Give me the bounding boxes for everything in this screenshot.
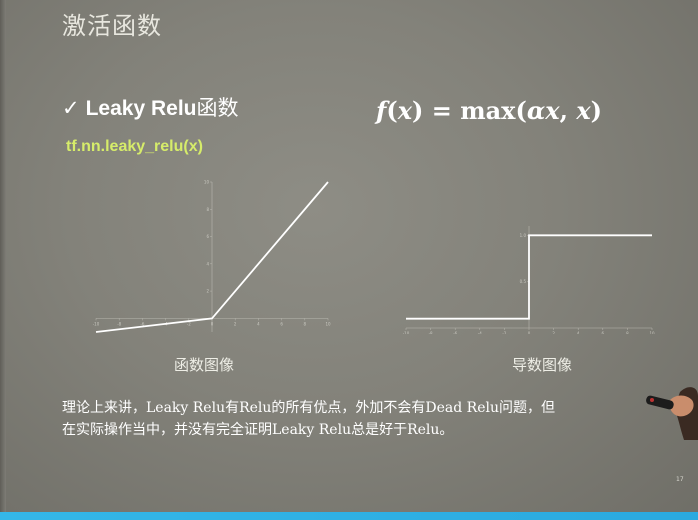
section-heading: ✓Leaky Relu函数 [62,92,239,122]
y-tick-label: 2 [206,289,209,294]
paragraph-line-2: 在实际操作当中，并没有完全证明Leaky Relu总是好于Relu。 [62,422,454,438]
x-tick-label: -8 [117,321,121,326]
formula-lhs-arg: x [397,96,412,125]
left-edge-shadow [0,0,6,520]
x-tick-label: -8 [429,331,433,334]
formula-equals: = [423,96,461,125]
description-paragraph: 理论上来讲，Leaky Relu有Relu的所有优点，外加不会有Dead Rel… [62,397,652,441]
series-line [406,234,652,320]
x-tick-label: 10 [649,331,655,334]
x-tick-label: 4 [577,331,580,334]
x-tick-label: -4 [478,331,482,334]
code-snippet: tf.nn.leaky_relu(x) [66,138,203,155]
series-line [95,181,329,333]
formula-arg-b: x [576,96,591,125]
y-tick-label: 8 [206,207,209,212]
check-icon: ✓ [62,97,80,120]
x-tick-label: 6 [602,331,605,334]
slide-title: 激活函数 [62,12,162,40]
presenter-hand-with-remote [646,387,698,440]
x-tick-label: -10 [93,321,100,326]
y-tick-label: 10 [204,180,210,185]
function-chart-caption: 函数图像 [174,356,235,374]
x-tick-label: 6 [280,321,283,326]
heading-name: Leaky Relu [85,97,197,120]
x-tick-label: 4 [257,321,260,326]
x-tick-label: 8 [304,321,307,326]
x-tick-label: 2 [552,331,555,334]
x-tick-label: 0 [528,331,531,334]
x-tick-label: 2 [234,321,237,326]
y-tick-label: 0.5 [520,279,527,284]
page-number: 17 [676,476,684,483]
x-tick-label: 10 [325,321,331,326]
heading-suffix: 函数 [196,96,239,120]
formula-fn: max [460,96,516,125]
derivative-chart: -10 -8 -6 -4 -2 0 2 4 6 8 10 0.5 1.0 [403,226,655,334]
y-tick-label: 1.0 [520,233,527,238]
x-tick-label: -6 [140,321,144,326]
y-tick-label: 4 [206,261,209,266]
y-tick-label: 6 [206,234,209,239]
formula-arg-a: αx [526,96,560,125]
x-tick-label: 0 [211,321,214,326]
derivative-chart-caption: 导数图像 [512,356,573,374]
bottom-accent-bar [0,512,698,520]
formula-lhs-fn: f [376,96,387,125]
x-tick-label: 8 [626,331,629,334]
x-tick-label: -2 [187,321,191,326]
x-tick-label: -10 [403,331,410,334]
x-tick-label: -2 [502,331,506,334]
paragraph-line-1: 理论上来讲，Leaky Relu有Relu的所有优点，外加不会有Dead Rel… [62,400,555,416]
formula: f(x) = max(αx, x) [376,96,602,125]
x-tick-label: -6 [453,331,457,334]
